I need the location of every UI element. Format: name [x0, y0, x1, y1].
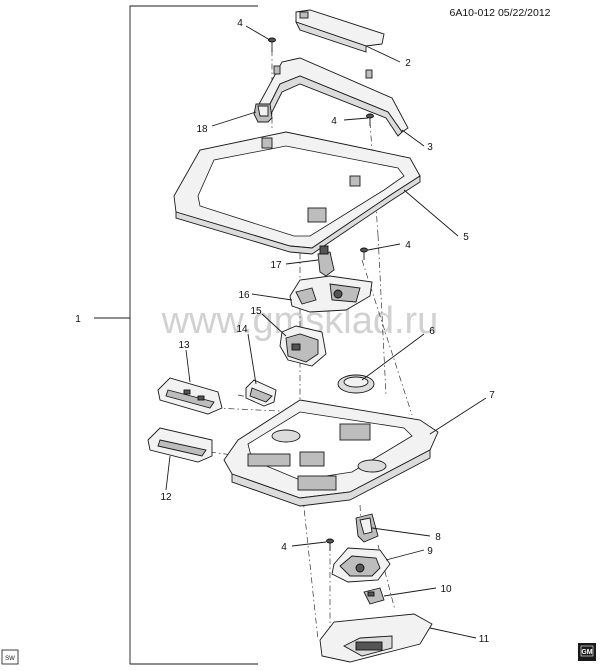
callout-7: 7: [489, 390, 495, 401]
callout-14: 14: [236, 324, 248, 335]
screw-4c: [360, 247, 368, 260]
part-18-clip: [253, 103, 273, 123]
callout-4b: 4: [331, 116, 337, 127]
part-3-frame: [257, 57, 409, 137]
part-2-bracket: [295, 9, 385, 53]
callout-16: 16: [238, 290, 250, 301]
part-7-console: [223, 399, 439, 507]
callout-15: 15: [250, 306, 262, 317]
svg-text:SW: SW: [5, 656, 15, 662]
part-15-module: [279, 325, 327, 367]
part-12-switch: [147, 427, 213, 463]
callout-2: 2: [405, 58, 411, 69]
callout-1: 1: [75, 314, 81, 325]
callout-8: 8: [435, 532, 441, 543]
callout-18: 18: [196, 124, 208, 135]
leader-lines: [165, 25, 487, 639]
part-14-lens: [245, 379, 277, 407]
callout-4d: 4: [281, 542, 287, 553]
callouts: 1 2 3 4 4 4 4 5 6 7 8 9 10 11 12 13 14 1…: [75, 18, 495, 645]
callout-13: 13: [178, 340, 190, 351]
part-16-bracket: [289, 275, 373, 313]
part-8-clip: [355, 513, 379, 543]
callout-5: 5: [463, 232, 469, 243]
callout-6: 6: [429, 326, 435, 337]
screw-4d: [326, 538, 334, 551]
diagram-id-label: 6A10-012 05/22/2012: [449, 7, 550, 19]
svg-text:GM: GM: [581, 649, 592, 656]
part-6-round-lamp: [337, 374, 375, 394]
callout-3: 3: [427, 142, 433, 153]
screw-4b: [366, 113, 374, 126]
callout-4a: 4: [237, 18, 243, 29]
part-13-switch: [157, 377, 223, 415]
part-9-bracket: [331, 547, 391, 583]
callout-17: 17: [270, 260, 282, 271]
callout-4c: 4: [405, 240, 411, 251]
part-11-cover: [319, 613, 433, 663]
assembly-bracket: [129, 5, 258, 665]
screw-4a: [268, 37, 276, 52]
callout-9: 9: [427, 546, 433, 557]
sw-badge: SW: [1, 649, 19, 665]
part-5-frame: [173, 131, 421, 255]
gm-logo: GM: [578, 643, 596, 661]
callout-12: 12: [160, 492, 172, 503]
callout-11: 11: [479, 634, 490, 645]
callout-10: 10: [440, 584, 452, 595]
part-10-connector: [363, 587, 385, 605]
part-17-sensor: [317, 245, 335, 277]
